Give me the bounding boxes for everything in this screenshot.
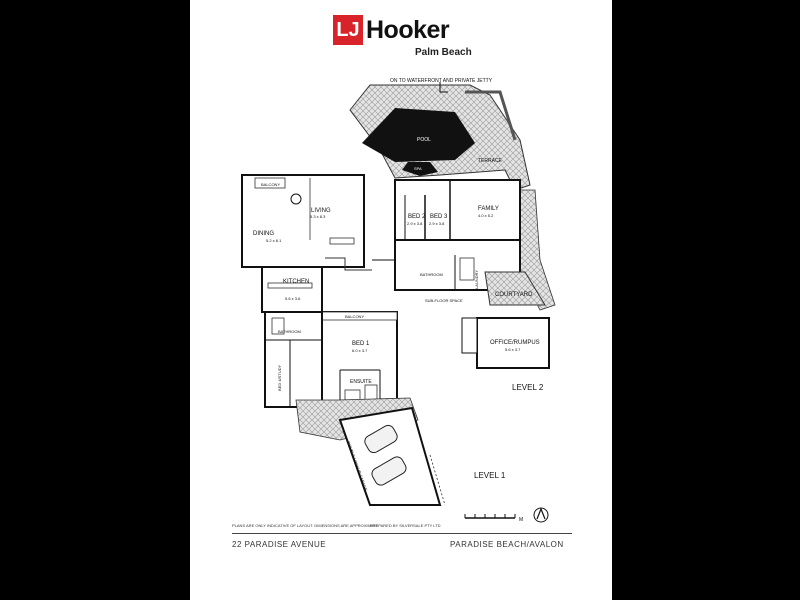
courtyard-label: COURTYARD: [495, 292, 533, 298]
brand-name: Hooker: [366, 15, 450, 44]
laundry-label: LAUNDRY: [474, 270, 479, 289]
plan-disclaimer: PLANS ARE ONLY INDICATIVE OF LAYOUT. DIM…: [232, 523, 379, 528]
balcony-top: [254, 177, 286, 189]
bed2-size: 2.9 x 3.8: [407, 221, 423, 226]
footer-rule: [232, 533, 572, 534]
brand-mark: LJ: [333, 15, 363, 45]
balcony-bed1-label: BALCONY: [345, 314, 364, 319]
brand-office: Palm Beach: [415, 47, 472, 58]
scale-bar: [464, 514, 516, 519]
scale-label: M: [519, 517, 523, 523]
spa: [402, 162, 438, 176]
living-dining: [241, 174, 365, 268]
dining-size: 5.2 x 6.1: [266, 238, 282, 243]
family-label: FAMILY: [478, 206, 499, 212]
bed4-label: BED 4/STUDY: [277, 364, 282, 391]
office-size: 5.6 x 3.7: [505, 347, 521, 352]
north-arrow-top: [439, 82, 448, 93]
bed3-label: BED 3: [430, 214, 448, 220]
family-size: 4.0 x 5.2: [478, 213, 494, 218]
subfloor-label: SUB-FLOOR SPACE: [425, 298, 463, 303]
footer-suburb: PARADISE BEACH/AVALON: [450, 540, 564, 549]
bathroom-lower-label: BATHROOM: [278, 329, 301, 334]
pool-label: POOL: [417, 137, 431, 143]
pool: [362, 108, 475, 162]
waterfront-note: ON TO WATERFRONT AND PRIVATE JETTY: [390, 78, 493, 84]
kitchen: [261, 266, 323, 313]
upper-wing: [394, 179, 521, 241]
living-label: LIVING: [311, 208, 331, 214]
bed2-label: BED 2: [408, 214, 426, 220]
plan-prepared-by: PREPARED BY SILVERSALE PTY LTD: [370, 523, 441, 528]
office-rumpus: [476, 317, 550, 369]
car-upper: [364, 424, 398, 454]
jetty-steps: [465, 90, 517, 141]
balcony-top-label: BALCONY: [261, 182, 280, 187]
car-lower: [371, 456, 407, 486]
kitchen-label: KITCHEN: [283, 279, 309, 285]
level2-label: LEVEL 2: [512, 383, 544, 392]
bed3-size: 2.9 x 3.8: [429, 221, 445, 226]
living-size: 5.3 x 8.3: [310, 214, 326, 219]
bed1-size: 6.0 x 3.7: [352, 348, 368, 353]
spa-label: SPA: [414, 166, 422, 171]
bed4-wing: [264, 311, 323, 408]
ensuite-label: ENSUITE: [350, 379, 372, 385]
terrace-label: TERRACE: [478, 158, 503, 164]
garage: [338, 406, 442, 506]
dining-label: DINING: [253, 231, 274, 237]
brand-logo: LJ Hooker: [333, 15, 450, 45]
courtyard: [484, 271, 546, 306]
level1-label: LEVEL 1: [474, 471, 506, 480]
footer-address: 22 PARADISE AVENUE: [232, 540, 327, 549]
office-label: OFFICE/RUMPUS: [490, 340, 540, 346]
kitchen-size: 5.6 x 3.6: [285, 296, 301, 301]
bed1-label: BED 1: [352, 341, 370, 347]
bathroom-upper-label: BATHROOM: [420, 272, 443, 277]
